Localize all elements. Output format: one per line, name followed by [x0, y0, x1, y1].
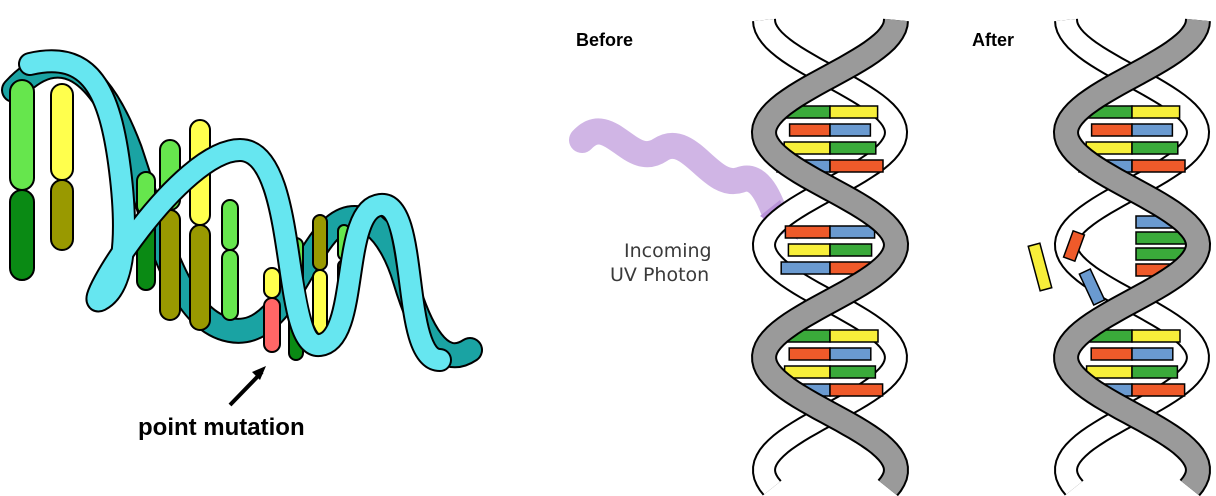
base-right-9: [1132, 366, 1177, 378]
base-right-0: [830, 106, 878, 118]
photon-label-line2: UV Photon: [610, 264, 709, 286]
base-right-9: [830, 366, 875, 378]
base-top-6: [264, 268, 280, 298]
base-bottom-0: [10, 190, 34, 280]
base-right-7: [1132, 330, 1180, 342]
base-right-3: [1132, 160, 1185, 172]
broken-base-0: [1028, 243, 1051, 291]
base-right-5: [830, 244, 872, 256]
base-left-1: [790, 124, 830, 136]
base-top-0: [10, 80, 34, 190]
photon-label-line1: Incoming: [624, 240, 712, 262]
base-bottom-4: [190, 225, 210, 330]
base-left-8: [789, 348, 830, 360]
point-mutation-diagram: point mutation: [0, 0, 560, 496]
base-bottom-1: [51, 180, 73, 250]
base-bottom-6: [264, 298, 280, 352]
base-right-0: [1132, 106, 1180, 118]
base-right-1: [1132, 124, 1172, 136]
base-right-1: [830, 124, 870, 136]
helix-before: [764, 20, 896, 488]
base-right-4: [830, 226, 875, 238]
base-top-5: [222, 200, 238, 250]
helix-after: [1028, 20, 1198, 488]
base-bottom-5: [222, 250, 238, 320]
uv-photon-wave: [582, 131, 778, 222]
base-left-1: [1092, 124, 1132, 136]
base-right-3: [830, 160, 883, 172]
base-right-8: [830, 348, 871, 360]
base-top-8: [313, 215, 327, 270]
uv-damage-diagram: Before After Incoming UV Photon: [560, 0, 1216, 496]
base-right-10: [1132, 384, 1185, 396]
base-left-5: [788, 244, 830, 256]
base-right-7: [830, 330, 878, 342]
base-left-6: [781, 262, 830, 274]
base-top-1: [51, 84, 73, 180]
point-mutation-label: point mutation: [138, 414, 305, 442]
base-left-8: [1091, 348, 1132, 360]
base-right-2: [830, 142, 876, 154]
base-bottom-3: [160, 210, 180, 320]
base-right-2: [1132, 142, 1178, 154]
base-right-8: [1132, 348, 1173, 360]
before-label: Before: [576, 30, 633, 51]
base-right-10: [830, 384, 883, 396]
base-left-4: [785, 226, 830, 238]
after-label: After: [972, 30, 1014, 51]
